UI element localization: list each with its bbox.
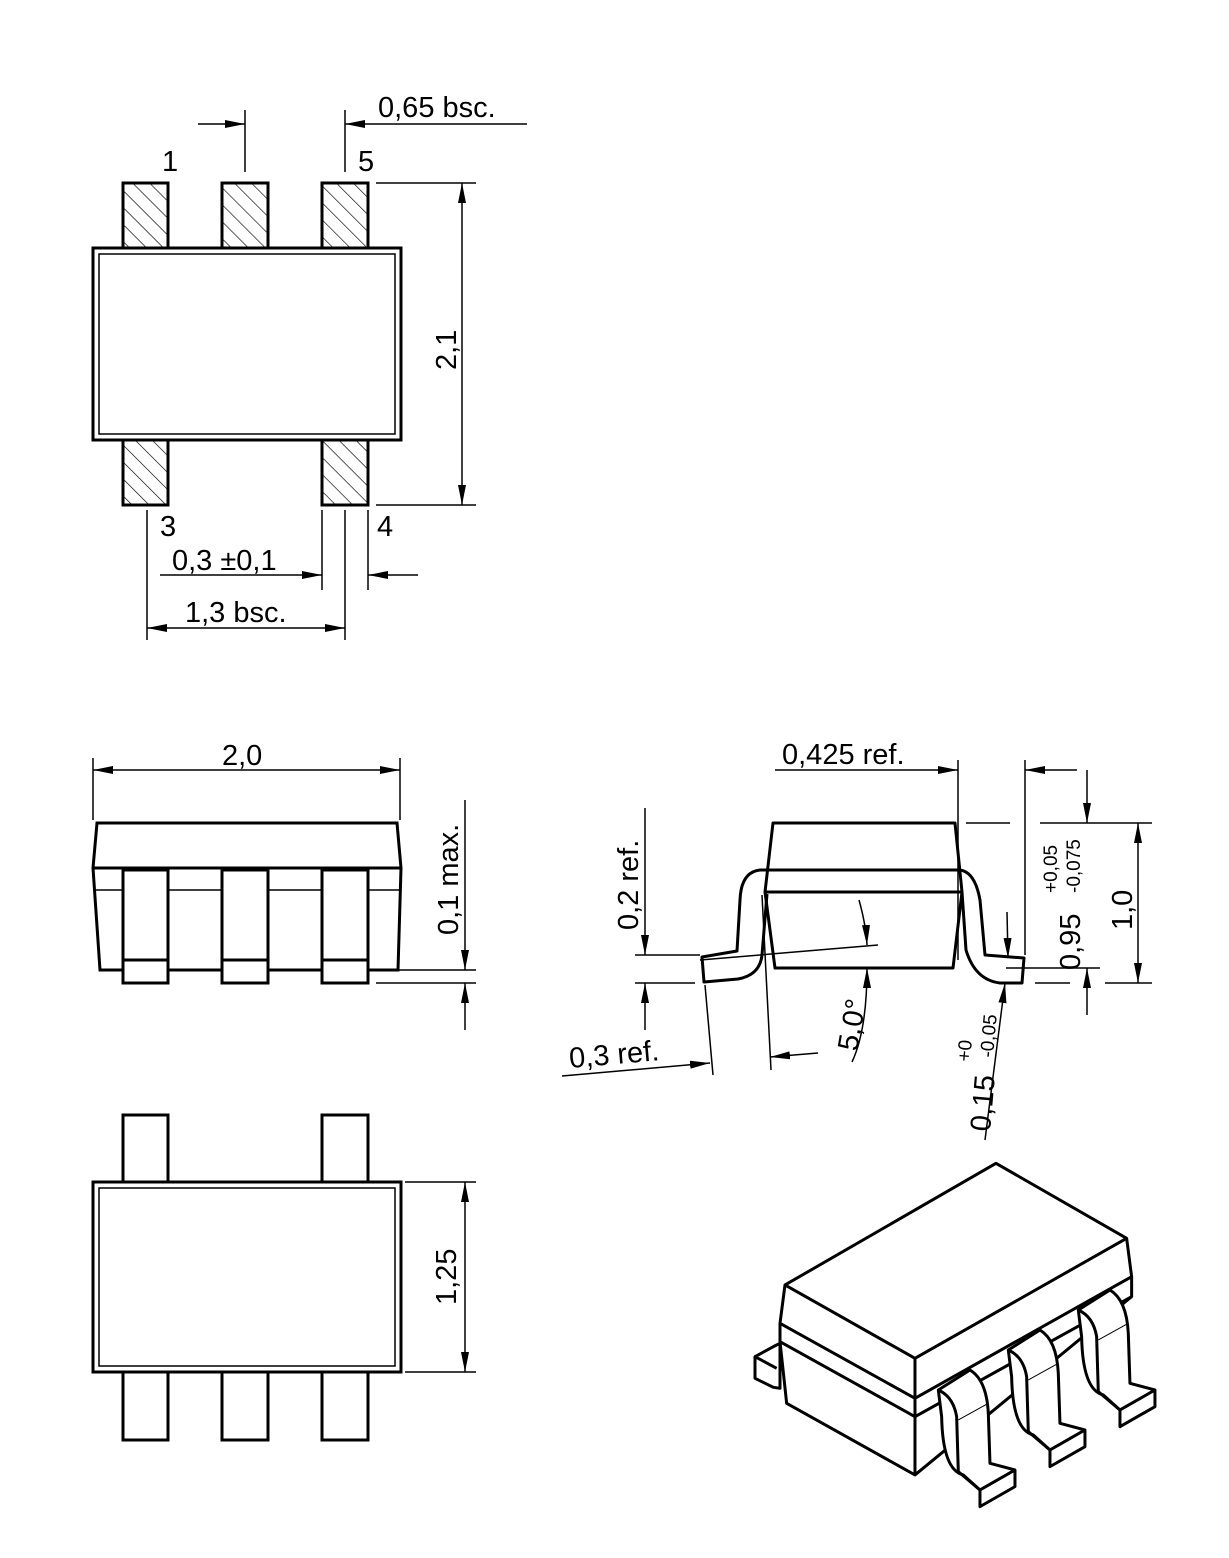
dim-width: 2,0 (222, 740, 262, 772)
side-view: 2,0 0,1 max. (91, 740, 476, 1030)
package-body-inner-outline (98, 253, 396, 435)
dim-standoff: 0,1 max. (433, 824, 465, 935)
dim-lead-offset: 0,425 ref. (782, 739, 905, 771)
dim-lead-width: 0,3 ±0,1 (172, 545, 277, 577)
tol-body-height-plus: +0,05 (1041, 845, 1062, 893)
iso-lead-back (753, 1341, 782, 1390)
package-body-top (91, 246, 403, 442)
pin-label-1: 1 (162, 146, 178, 178)
iso-lead-2 (1006, 1328, 1087, 1469)
pin-label-4: 4 (377, 511, 393, 543)
lead-5 (121, 438, 170, 507)
lead-3 (320, 181, 370, 250)
dim-body-height: 0,95 (1055, 914, 1087, 970)
package-body-end (763, 821, 964, 970)
tol-body-height-minus: -0,075 (1064, 839, 1085, 893)
iso-lead-1 (936, 1368, 1017, 1509)
dim-length: 2,1 (431, 330, 463, 370)
isometric-view (753, 1161, 1157, 1509)
lead-1 (121, 181, 170, 250)
end-view: 0,425 ref. 0,95 +0,05 -0,075 1,0 0,2 ref… (561, 739, 1152, 1141)
top-leads (121, 181, 370, 507)
dim-pitch: 0,65 bsc. (378, 92, 496, 124)
bottom-view: 1,25 (91, 1113, 476, 1442)
dim-lead-height: 0,2 ref. (613, 840, 645, 930)
dim-angle: 5,0° (832, 997, 873, 1054)
iso-lead-3 (1076, 1288, 1157, 1429)
lead-right (959, 868, 1026, 985)
lead-2 (220, 181, 270, 250)
dim-lead-thickness: 0,15 (965, 1074, 1002, 1133)
package-body-bottom (91, 1180, 403, 1374)
tol-lead-thickness-minus: -0,05 (977, 1013, 1002, 1058)
lead-left (700, 868, 769, 984)
lead-4 (320, 438, 370, 507)
dim-total-height: 1,0 (1107, 890, 1139, 930)
pin-label-5: 3 (160, 511, 176, 543)
pin-label-3: 5 (358, 146, 374, 178)
side-leads (121, 868, 370, 985)
top-view: 1 5 3 4 0,65 bsc. 2,1 0,3 ±0,1 1,3 bsc. (91, 92, 527, 640)
tol-lead-thickness-plus: +0 (954, 1039, 977, 1062)
dim-foot-length: 0,3 ref. (568, 1035, 661, 1075)
dim-span: 1,3 bsc. (185, 597, 287, 629)
dim-body-width: 1,25 (431, 1249, 463, 1305)
